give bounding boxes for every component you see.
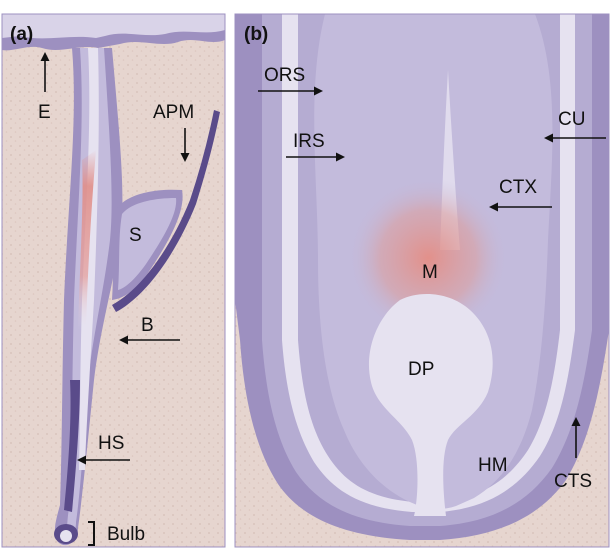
ors-label: ORS <box>264 65 305 86</box>
cu-label: CU <box>558 109 585 130</box>
irs-label: IRS <box>293 131 325 152</box>
panel-b: (b) ORS IRS CU CTX M DP HM CTS <box>235 14 609 547</box>
hs-label: HS <box>98 433 124 454</box>
panel-a: (a) E APM S B HS Bulb <box>2 14 225 547</box>
dp-label: DP <box>408 359 434 380</box>
m-label: M <box>422 262 438 283</box>
hm-label: HM <box>478 455 508 476</box>
ctx-label: CTX <box>499 177 537 198</box>
panel-a-label: (a) <box>10 24 33 45</box>
bulb-label: Bulb <box>107 524 145 545</box>
b-label: B <box>141 315 154 336</box>
panel-a-bulb-papilla <box>60 530 72 542</box>
panel-b-label: (b) <box>244 24 268 45</box>
e-label: E <box>38 102 51 123</box>
cts-label: CTS <box>554 471 592 492</box>
s-label: S <box>129 225 142 246</box>
apm-label: APM <box>153 102 194 123</box>
